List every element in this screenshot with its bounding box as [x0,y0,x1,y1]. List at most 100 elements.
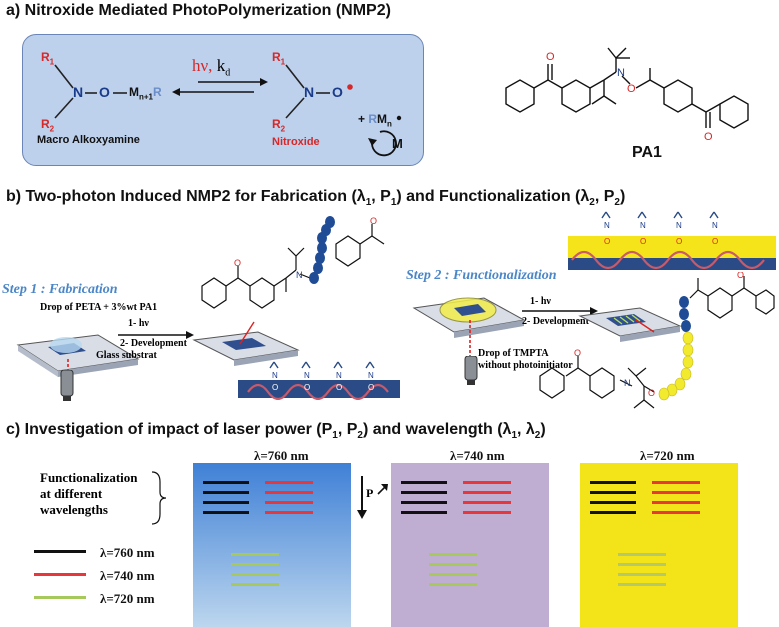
line-green [618,553,666,556]
step2-title: Step 2 : Functionalization [406,268,557,283]
svg-text:O: O [712,237,718,246]
section-b-title: b) Two-photon Induced NMP2 for Fabricati… [6,188,626,209]
svg-text:N: N [604,221,610,230]
line-black [590,481,636,484]
line-black [203,511,249,514]
line-black [401,511,447,514]
svg-text:N: N [617,67,625,79]
pa1-molecule: O N O O PA1 [486,20,776,161]
legend-line-740 [34,573,86,576]
legend-line-760 [34,550,86,553]
alkoxyamine-r1: R1 [41,50,55,67]
nitroxide-bonds [285,64,402,157]
objective-lens-icon [60,370,74,401]
svg-text:O: O [676,237,682,246]
legend-line-720 [34,596,86,599]
line-green [231,563,279,566]
line-black [401,501,447,504]
nitroxide-r2: R2 [272,117,286,134]
line-green [618,563,666,566]
line-green [618,573,666,576]
step2-arrow-icon [522,307,598,315]
svg-text:O: O [336,383,342,392]
line-red [652,491,700,494]
line-red [463,511,511,514]
line-red [265,501,313,504]
nitroxide-n: N [304,84,315,100]
step2-polymer-brush: NO NO NO NO [568,211,776,270]
svg-text:O: O [370,216,377,226]
alkoxyamine-mr: Mn+1R [129,85,162,102]
line-red [463,481,511,484]
svg-text:N: N [712,221,718,230]
alkoxyamine-r2: R2 [41,117,55,134]
svg-text:N: N [296,270,303,280]
line-green [231,553,279,556]
step1-title: Step 1 : Fabrication [2,282,118,297]
power-label: P [366,486,374,500]
step1-glass-label: Glass substrat [96,350,157,361]
svg-text:N: N [676,221,682,230]
line-green [429,553,477,556]
svg-text:O: O [574,348,581,358]
line-red [463,491,511,494]
svg-text:N: N [624,378,631,388]
line-red [265,491,313,494]
svg-text:N: N [272,371,278,380]
radical-rmn: + RMn [358,112,392,129]
step2-substrate-drawing [412,297,526,356]
svg-text:N: N [304,371,310,380]
legend-label-740: λ=740 nm [100,568,155,583]
monomer-m: M [392,136,403,151]
nitroxide-structure: R1 R2 N O + RMn M Nitroxide [268,50,418,160]
double-arrow-icon [172,78,268,96]
line-red [463,501,511,504]
nmp2-reaction-box [22,34,424,166]
svg-text:O: O [272,383,278,392]
panel-760-label: λ=760 nm [254,448,309,463]
line-red [652,501,700,504]
line-green [429,583,477,586]
alkoxyamine-bonds [54,64,127,119]
line-green [231,583,279,586]
svg-text:O: O [234,258,241,268]
power-arrow-icon [357,476,388,519]
line-red [265,511,313,514]
pa1-label: PA1 [632,144,662,161]
svg-text:O: O [368,383,374,392]
step2-hv: 1- hν [530,296,551,307]
step2-functionalized-structure [578,307,682,342]
line-black [203,491,249,494]
panel-720-label: λ=720 nm [640,448,695,463]
svg-text:O: O [704,131,713,143]
alkoxyamine-label: Macro Alkoxyamine [37,134,140,146]
line-black [401,481,447,484]
svg-text:O: O [546,51,555,63]
nitroxide-o: O [332,84,343,100]
equilibrium-arrows: hν, kd [168,56,278,108]
svg-text:O: O [648,388,655,398]
step2-block-copolymer-drawing: O O N O [539,272,775,409]
panel-740 [391,463,549,627]
line-green [618,583,666,586]
svg-text:O: O [737,272,744,280]
step1-hv: 1- hν [128,318,149,329]
svg-text:O: O [640,237,646,246]
panel-760 [193,463,351,627]
panel-720 [580,463,738,627]
objective-lens-icon-2 [464,356,478,385]
line-red [265,481,313,484]
step2-development: 2- Development [522,316,589,327]
line-black [203,501,249,504]
line-black [401,491,447,494]
line-black [590,511,636,514]
svg-text:O: O [627,83,636,95]
section-c-title: c) Investigation of impact of laser powe… [6,421,546,442]
step1-development: 2- Development [120,338,187,349]
step1-substrate-drawing [16,334,140,395]
step1-drop-label: Drop of PETA + 3%wt PA1 [40,302,158,313]
hv-kd-label: hν, kd [192,56,231,79]
line-red [652,481,700,484]
step1-polymer-brush: NO NO NO NO [238,361,400,400]
